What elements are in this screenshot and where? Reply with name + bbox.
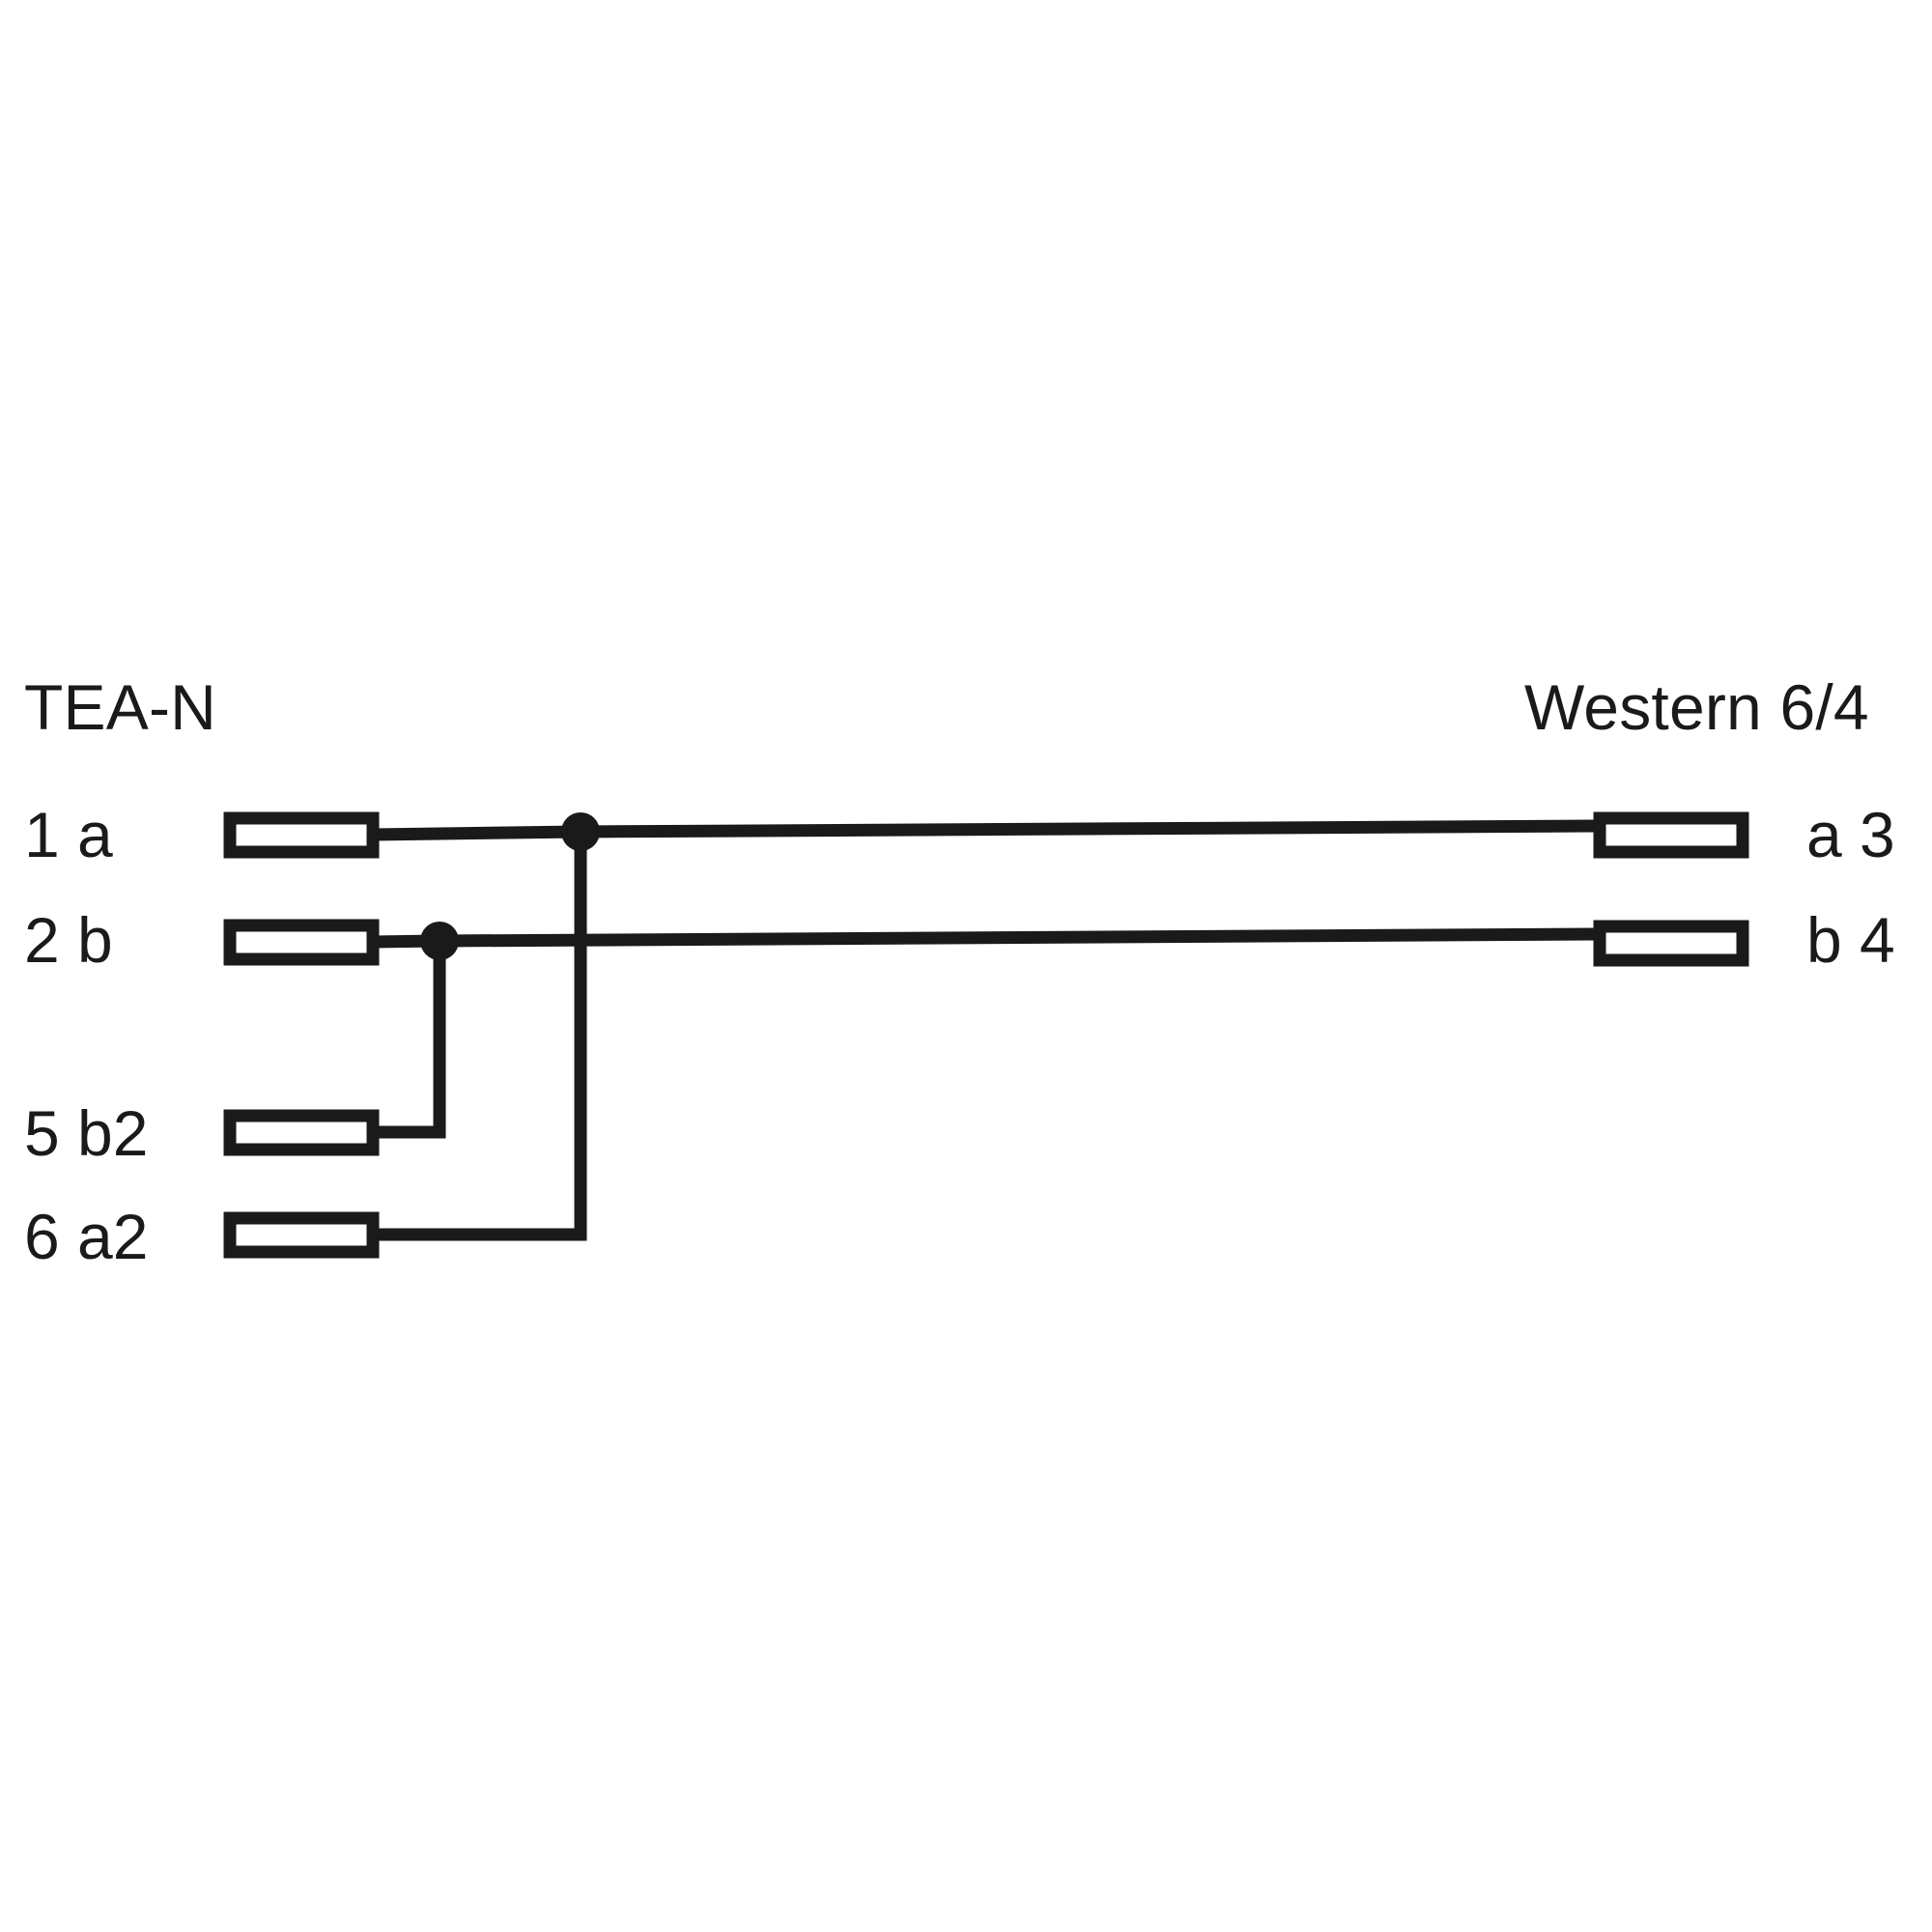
connector-header-left: TEA-N bbox=[24, 671, 216, 743]
wire-6a2-to-junction-1a bbox=[373, 832, 587, 1241]
pin-label-right-b4: b 4 bbox=[1806, 904, 1895, 976]
terminal-box-left-2b bbox=[223, 919, 380, 966]
pin-label-left-1a: 1 a bbox=[24, 799, 113, 870]
junction-dot-j2 bbox=[420, 922, 459, 960]
pin-label-left-2b: 2 b bbox=[24, 904, 113, 976]
pin-label-right-a3: a 3 bbox=[1806, 799, 1895, 870]
connector-header-right: Western 6/4 bbox=[1524, 671, 1869, 743]
wire-group bbox=[372, 819, 1601, 1241]
pin-label-left-5b2: 5 b2 bbox=[24, 1097, 149, 1169]
terminal-box-right-b4 bbox=[1593, 920, 1749, 967]
terminal-box-right-a3 bbox=[1593, 811, 1749, 859]
terminal-box-left-1a bbox=[223, 811, 380, 859]
terminal-box-group bbox=[223, 811, 1749, 1259]
terminal-box-left-6a2 bbox=[223, 1211, 380, 1259]
pin-label-left-6a2: 6 a2 bbox=[24, 1201, 149, 1272]
wire-2b-to-b4 bbox=[372, 927, 1601, 949]
junction-dot-j1 bbox=[561, 812, 600, 851]
wire-5b2-to-junction-2b bbox=[373, 941, 446, 1139]
wire-1a-to-a3 bbox=[372, 819, 1601, 841]
junction-dot-group bbox=[420, 812, 600, 960]
terminal-box-left-5b2 bbox=[223, 1109, 380, 1156]
